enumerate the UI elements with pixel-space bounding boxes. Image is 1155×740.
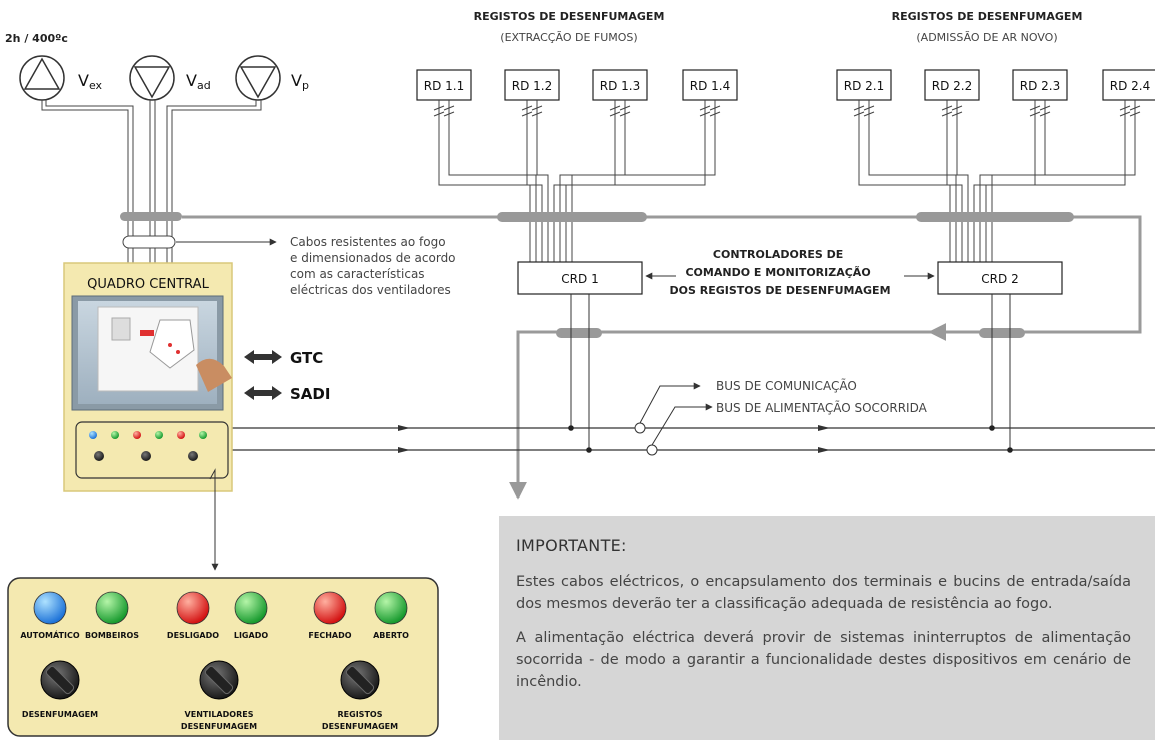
gtc-label: GTC	[290, 349, 323, 367]
gtc-arrow-icon	[244, 350, 282, 364]
damper-label: RD 2.1	[844, 79, 884, 93]
controller-crd2-label: CRD 2	[981, 272, 1018, 286]
controller-crd2	[937, 261, 1063, 295]
hand-icon	[196, 358, 232, 392]
panel-detail: AUTOMÁTICO BOMBEIROS DESLIGADO LIGADO FECHAD…	[7, 577, 439, 737]
damper-label: RD 1.2	[512, 79, 552, 93]
group-extraction-title: REGISTOS DE DESENFUMAGEM	[474, 10, 665, 23]
cable-bundle	[120, 212, 182, 221]
bus-comm-label: BUS DE COMUNICAÇÃO	[716, 378, 857, 393]
damper-group-2: RD 2.1 RD 2.2 RD 2.3 RD 2.4	[836, 69, 1155, 262]
important-note-p1: Estes cabos eléctricos, o encapsulamento…	[516, 574, 1131, 612]
controller-crd1-label: CRD 1	[561, 272, 598, 286]
damper-label: RD 1.4	[690, 79, 730, 93]
led-label: BOMBEIROS	[85, 631, 139, 640]
important-note-p2: A alimentação eléctrica deverá provir de…	[516, 630, 1131, 690]
cable-bundle-crd1-bottom	[556, 328, 602, 338]
cable-bundle-crd2-bottom	[979, 328, 1025, 338]
selector-knob[interactable]	[40, 660, 80, 700]
led-fechado	[313, 591, 347, 625]
damper-box	[682, 69, 738, 101]
fire-rating-label: 2h / 400ºc	[5, 32, 68, 45]
led-label: FECHADO	[308, 631, 351, 640]
led-label: LIGADO	[234, 631, 268, 640]
mini-led	[133, 431, 141, 439]
damper-label: RD 1.3	[600, 79, 640, 93]
selector-knob[interactable]	[199, 660, 239, 700]
damper-box	[924, 69, 980, 101]
damper-label: RD 2.4	[1110, 79, 1150, 93]
mini-led	[89, 431, 97, 439]
fan-vp-label: Vp	[291, 71, 309, 92]
damper-box	[504, 69, 560, 101]
zoom-arrow	[209, 468, 219, 571]
knob-label: DESENFUMAGEM	[22, 710, 98, 719]
knob-label: REGISTOS	[338, 710, 383, 719]
important-note-heading: IMPORTANTE:	[516, 536, 627, 555]
fan-vad: Vad	[129, 55, 211, 101]
damper-box	[592, 69, 648, 101]
led-ligado	[234, 591, 268, 625]
fan-triangle-down-icon	[133, 66, 171, 99]
led-label: ABERTO	[373, 631, 409, 640]
mini-led	[199, 431, 207, 439]
led-aberto	[374, 591, 408, 625]
damper-group-1: RD 1.1 RD 1.2 RD 1.3 RD 1.4	[416, 69, 738, 262]
central-panel-title: QUADRO CENTRAL	[87, 277, 209, 292]
controller-crd1	[517, 261, 643, 295]
sadi-arrow-icon	[244, 386, 282, 400]
cable-note: Cabos resistentes ao fogo e dimensionado…	[290, 235, 459, 297]
bus-power-label: BUS DE ALIMENTAÇÃO SOCORRIDA	[716, 400, 928, 415]
fan-triangle-down-icon	[239, 66, 277, 99]
selector-knob[interactable]	[340, 660, 380, 700]
group-admission-title: REGISTOS DE DESENFUMAGEM	[892, 10, 1083, 23]
damper-box	[836, 69, 892, 101]
led-automático	[33, 591, 67, 625]
controllers-label: CONTROLADORES DE COMANDO E MONITORIZAÇÃO…	[669, 248, 890, 297]
damper-box	[1012, 69, 1068, 101]
damper-label: RD 1.1	[424, 79, 464, 93]
group-admission-subtitle: (ADMISSÃO DE AR NOVO)	[916, 31, 1057, 44]
return-grey-cable	[928, 215, 1142, 341]
fan-triangle-icon	[23, 57, 61, 90]
knob-label-2: DESENFUMAGEM	[181, 722, 257, 731]
knob-label-2: DESENFUMAGEM	[322, 722, 398, 731]
important-note: IMPORTANTE: Estes cabos eléctricos, o en…	[499, 516, 1155, 740]
damper-label: RD 2.2	[932, 79, 972, 93]
cable-gland	[122, 235, 176, 249]
damper-box	[416, 69, 472, 101]
fan-vad-label: Vad	[186, 71, 211, 92]
mini-led	[111, 431, 119, 439]
led-bombeiros	[95, 591, 129, 625]
sadi-label: SADI	[290, 385, 330, 403]
led-label: AUTOMÁTICO	[20, 629, 80, 640]
mini-led	[177, 431, 185, 439]
central-panel: QUADRO CENTRAL	[63, 262, 233, 492]
bus-comm-marker	[634, 422, 646, 434]
led-label: DESLIGADO	[167, 631, 219, 640]
mini-led	[155, 431, 163, 439]
note-grey-cable	[509, 330, 930, 500]
damper-box	[1102, 69, 1155, 101]
bus-power-marker	[646, 444, 658, 456]
fan-vex: Vex	[19, 55, 103, 101]
fan-vp: Vp	[235, 55, 309, 101]
group-extraction-subtitle: (EXTRACÇÃO DE FUMOS)	[500, 31, 637, 44]
cable-bundle-crd2	[916, 212, 1074, 222]
fan-vex-label: Vex	[78, 71, 103, 92]
cable-bundle-crd1	[497, 212, 647, 222]
led-desligado	[176, 591, 210, 625]
damper-label: RD 2.3	[1020, 79, 1060, 93]
knob-label: VENTILADORES	[185, 710, 254, 719]
